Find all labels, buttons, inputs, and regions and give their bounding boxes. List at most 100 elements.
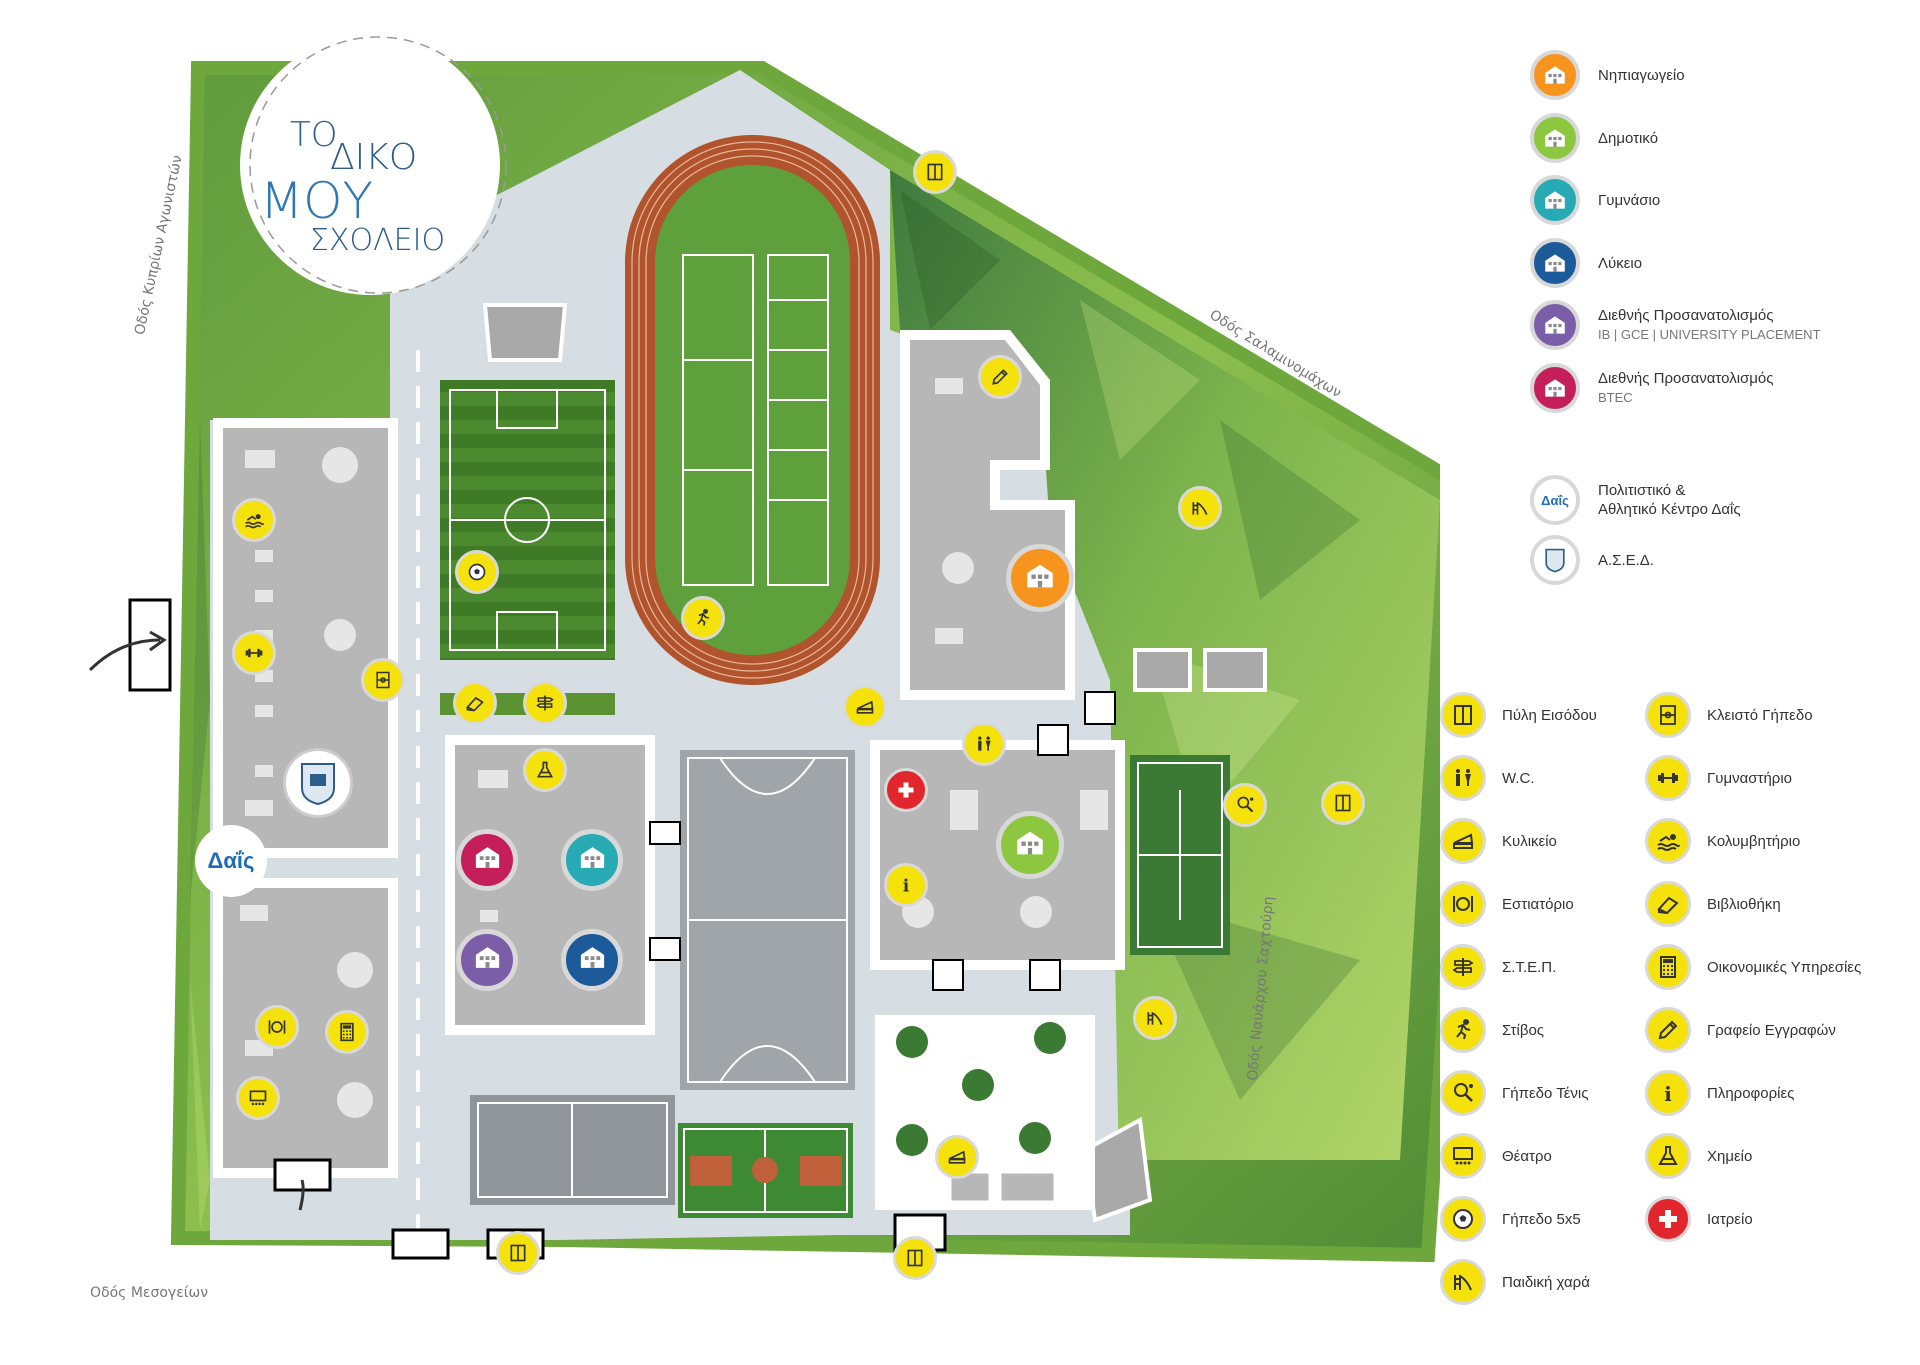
legend-label: Γυμνάσιο (1598, 191, 1661, 209)
book-icon[interactable] (453, 681, 497, 725)
sandwich-icon[interactable] (935, 1135, 979, 1179)
entry-east-4[interactable] (1029, 959, 1061, 991)
legend-item-facility[interactable]: Θέατρο (1440, 1133, 1552, 1179)
legend-label: Νηπιαγωγείο (1598, 66, 1685, 84)
gate-south-1[interactable] (391, 1228, 450, 1260)
legend-item-facility[interactable]: Κυλικείο (1440, 818, 1557, 864)
book-icon (1645, 881, 1691, 927)
swimmer-icon[interactable] (232, 498, 276, 542)
ased-crest-icon[interactable] (283, 748, 353, 818)
campus-boundary (170, 61, 1486, 1263)
dais-logo-icon[interactable]: Δαΐς (195, 825, 267, 897)
entry-east-1[interactable] (1084, 691, 1116, 725)
legend: Νηπιαγωγείο Δημοτικό Γυμνάσιο Λύκειο Διε… (1440, 0, 1920, 1360)
dais-logo-icon: Δαΐς (1530, 475, 1580, 525)
ased-crest-icon (1530, 535, 1580, 585)
legend-item-center[interactable]: Α.Σ.Ε.Δ. (1530, 535, 1654, 585)
football-icon[interactable] (455, 550, 499, 594)
pencil-icon[interactable] (978, 355, 1022, 399)
info-icon[interactable]: i (884, 863, 928, 907)
dais-logo-text: Δαΐς (207, 848, 255, 873)
legend-label: Κολυμβητήριο (1707, 832, 1801, 850)
legend-item-level[interactable]: Δημοτικό (1530, 113, 1658, 163)
legend-item-center[interactable]: Δαΐς Πολιτιστικό &Αθλητικό Κέντρο Δαΐς (1530, 475, 1741, 525)
door-icon[interactable] (1321, 781, 1365, 825)
theatre-icon[interactable] (236, 1076, 280, 1120)
medical-cross-icon[interactable] (884, 768, 928, 812)
legend-item-facility[interactable]: Στίβος (1440, 1007, 1544, 1053)
legend-item-facility[interactable]: Γραφείο Εγγραφών (1645, 1007, 1836, 1053)
legend-label: W.C. (1502, 769, 1535, 787)
legend-item-facility[interactable]: Βιβλιοθήκη (1645, 881, 1781, 927)
entry-east-3[interactable] (932, 959, 964, 991)
school-building-icon (472, 942, 503, 978)
legend-item-facility[interactable]: Γυμναστήριο (1645, 755, 1792, 801)
plate-cutlery-icon[interactable] (255, 1005, 299, 1049)
wc-icon[interactable] (962, 722, 1006, 766)
svg-text:i: i (1664, 1082, 1672, 1105)
playground-icon (1440, 1259, 1486, 1305)
map-marker-school[interactable] (1006, 544, 1074, 612)
door-icon[interactable] (913, 150, 957, 194)
dumbbell-icon[interactable] (232, 631, 276, 675)
legend-item-facility[interactable]: Ιατρείο (1645, 1196, 1753, 1242)
legend-item-level[interactable]: Λύκειο (1530, 238, 1642, 288)
roof-east-2 (1203, 648, 1267, 692)
tennis-icon (1440, 1070, 1486, 1116)
legend-item-facility[interactable]: Κολυμβητήριο (1645, 818, 1800, 864)
indoor-court-icon (1645, 692, 1691, 738)
door-icon[interactable] (893, 1236, 937, 1280)
school-building-icon (1013, 826, 1047, 865)
entry-central-1[interactable] (649, 821, 681, 845)
legend-item-facility[interactable]: Οικονομικές Υπηρεσίες (1645, 944, 1861, 990)
legend-item-level[interactable]: Νηπιαγωγείο (1530, 50, 1685, 100)
gate-west[interactable] (128, 598, 172, 692)
legend-item-facility[interactable]: Γήπεδο 5x5 (1440, 1196, 1581, 1242)
legend-item-facility[interactable]: Γήπεδο Τένις (1440, 1070, 1589, 1116)
legend-item-level[interactable]: Γυμνάσιο (1530, 175, 1660, 225)
map-marker-school[interactable] (996, 811, 1064, 879)
sandwich-icon[interactable] (843, 685, 887, 729)
tennis-icon[interactable] (1223, 783, 1267, 827)
legend-label: Διεθνής Προσανατολισμός (1598, 307, 1774, 324)
legend-label: Εστιατόριο (1502, 895, 1574, 913)
door-icon[interactable] (496, 1231, 540, 1275)
calculator-icon (1645, 944, 1691, 990)
indoor-court-icon[interactable] (361, 658, 405, 702)
map-marker-school[interactable] (561, 929, 623, 991)
legend-item-facility[interactable]: Κλειστό Γήπεδο (1645, 692, 1813, 738)
campus-map[interactable]: ΤΟ ΔΙΚΟ ΜΟΥ ΣΧΟΛΕΙΟ Οδός Κυπρίων Αγωνιστ… (0, 0, 1486, 1360)
legend-label: Πολιτιστικό & (1598, 482, 1686, 499)
runner-icon[interactable] (681, 596, 725, 640)
calculator-icon[interactable] (325, 1010, 369, 1054)
entry-east-2[interactable] (1037, 724, 1069, 756)
legend-label: Παιδική χαρά (1502, 1273, 1590, 1291)
campus-map-svg (88, 35, 1486, 1263)
sandwich-icon (1440, 818, 1486, 864)
flask-icon[interactable] (523, 748, 567, 792)
school-building-icon (1530, 363, 1580, 413)
signpost-icon[interactable] (523, 681, 567, 725)
playground-icon[interactable] (1178, 486, 1222, 530)
playground-icon[interactable] (1133, 996, 1177, 1040)
map-marker-school[interactable] (456, 829, 518, 891)
map-marker-school[interactable] (456, 929, 518, 991)
entry-central-2[interactable] (649, 937, 681, 961)
dumbbell-icon (1645, 755, 1691, 801)
arrow-icon (88, 638, 161, 672)
legend-item-facility[interactable]: Πύλη Εισόδου (1440, 692, 1597, 738)
legend-item-facility[interactable]: W.C. (1440, 755, 1535, 801)
legend-item-facility[interactable]: Παιδική χαρά (1440, 1259, 1590, 1305)
runner-icon (1440, 1007, 1486, 1053)
legend-item-facility[interactable]: Χημείο (1645, 1133, 1752, 1179)
legend-label: Πύλη Εισόδου (1502, 706, 1597, 724)
school-building-icon (1530, 113, 1580, 163)
legend-item-facility[interactable]: i Πληροφορίες (1645, 1070, 1794, 1116)
map-marker-school[interactable] (561, 829, 623, 891)
school-building-icon (472, 842, 503, 878)
legend-item-facility[interactable]: Εστιατόριο (1440, 881, 1574, 927)
flask-icon (1645, 1133, 1691, 1179)
legend-item-facility[interactable]: Σ.Τ.Ε.Π. (1440, 944, 1556, 990)
